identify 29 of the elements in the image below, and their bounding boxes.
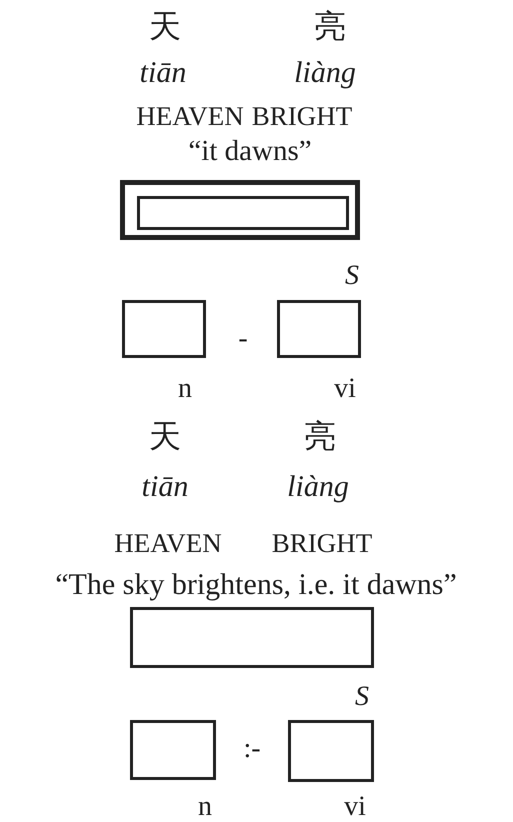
chinese-character: 亮 — [304, 420, 336, 452]
separator-sign: :- — [243, 735, 261, 763]
category-label: S — [355, 683, 369, 711]
category-label: vi — [344, 793, 366, 821]
empty-box — [137, 196, 349, 230]
pinyin-text: tiān — [142, 472, 188, 502]
gloss-text: BRIGHT — [272, 530, 372, 557]
translation-text: “The sky brightens, i.e. it dawns” — [55, 570, 457, 600]
pinyin-text: tiān — [140, 58, 186, 88]
gloss-text: HEAVEN — [114, 530, 222, 557]
empty-box — [130, 607, 374, 668]
empty-box — [277, 300, 361, 358]
category-label: vi — [334, 375, 356, 403]
category-label: n — [178, 375, 192, 403]
translation-text: “it dawns” — [188, 137, 312, 166]
empty-box — [122, 300, 206, 358]
category-label: n — [198, 793, 212, 821]
gloss-text: HEAVEN — [136, 103, 244, 130]
empty-box — [130, 720, 216, 780]
chinese-character: 亮 — [314, 10, 346, 42]
empty-box — [288, 720, 374, 782]
chinese-character: 天 — [149, 10, 181, 42]
category-label: S — [345, 262, 359, 290]
chinese-character: 天 — [149, 420, 181, 452]
pinyin-text: liàng — [287, 472, 349, 502]
gloss-text: BRIGHT — [252, 103, 352, 130]
pinyin-text: liàng — [294, 58, 356, 88]
separator-sign: - — [238, 325, 248, 353]
empty-box — [120, 180, 360, 240]
